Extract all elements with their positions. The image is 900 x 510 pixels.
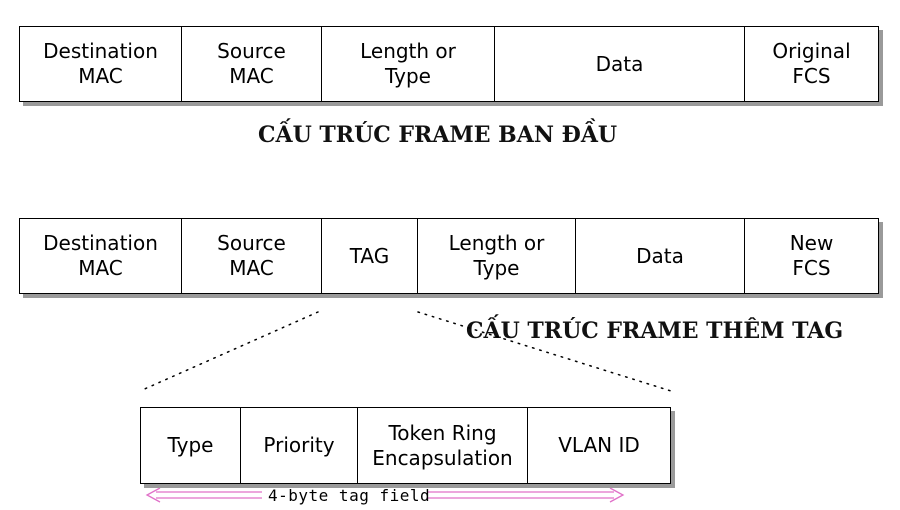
tag-field-token-ring-encapsulation: Token Ring Encapsulation: [358, 408, 528, 483]
tagged-frame: Destination MAC Source MAC TAG Length or…: [19, 218, 879, 294]
tagged-frame-caption: CẤU TRÚC FRAME THÊM TAG: [466, 318, 844, 344]
tag-zoom-line-left: [139, 311, 319, 392]
field-destination-mac: Destination MAC: [20, 27, 182, 101]
tag-field-type: Type: [141, 408, 241, 483]
field-length-or-type: Length or Type: [322, 27, 495, 101]
tag-detail-frame: Type Priority Token Ring Encapsulation V…: [140, 407, 671, 484]
tag-span-label: 4-byte tag field: [268, 486, 431, 505]
original-frame: Destination MAC Source MAC Length or Typ…: [19, 26, 879, 102]
field-original-fcs: Original FCS: [772, 39, 851, 88]
right-arrow: [428, 487, 625, 503]
tag-field-priority: Priority: [241, 408, 358, 483]
field-data: Data: [495, 27, 745, 101]
original-frame-caption: CẤU TRÚC FRAME BAN ĐẦU: [258, 122, 618, 148]
tag-zoom-line-right: [417, 311, 672, 392]
field-data: Data: [576, 219, 745, 293]
field-source-mac: Source MAC: [182, 27, 322, 101]
field-tag: TAG: [322, 219, 418, 293]
field-source-mac: Source MAC: [182, 219, 322, 293]
field-new-fcs: New FCS: [789, 231, 834, 280]
field-length-or-type: Length or Type: [418, 219, 576, 293]
tag-field-vlan-id: VLAN ID: [558, 433, 640, 457]
field-destination-mac: Destination MAC: [20, 219, 182, 293]
left-arrow: [145, 487, 262, 503]
